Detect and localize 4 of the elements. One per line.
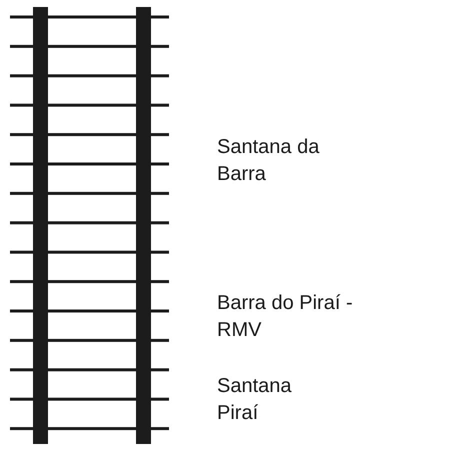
station-name: Santana da Barra [217,135,320,187]
station-name: Santana [217,374,293,399]
station-name: Barra do Piraí - RMV [217,291,354,343]
station-name: Piraí [217,401,260,426]
